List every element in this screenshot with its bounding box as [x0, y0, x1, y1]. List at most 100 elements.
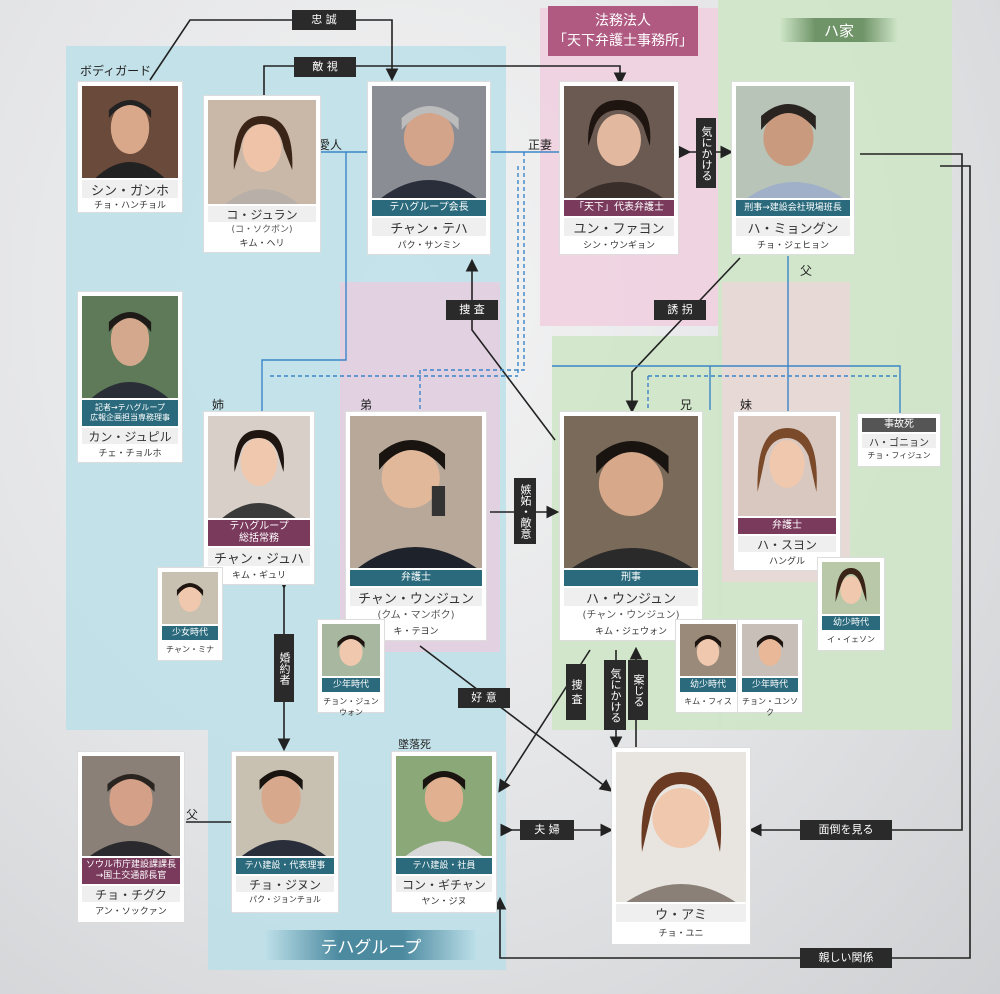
- card-juha-young-actor: チャン・ミナ: [166, 645, 214, 654]
- relation-shitashii: 親しい関係: [800, 948, 892, 968]
- portrait-ha-young-1: [680, 624, 736, 676]
- card-juha-young-role: 少女時代: [162, 626, 218, 640]
- card-u-ami: ウ・アミ チョ・ユニ: [612, 748, 750, 944]
- portrait-kan-jupil: [82, 296, 178, 398]
- card-juha-young: 少女時代 チャン・ミナ: [158, 568, 222, 660]
- card-yun-fayon-actor: シン・ウンギョン: [582, 241, 655, 251]
- portrait-unjun-young: [322, 624, 380, 676]
- card-chang-teha: テハグループ会長 チャン・テハ パク・サンミン: [368, 82, 490, 254]
- card-kon-gichan-actor: ヤン・ジヌ: [421, 897, 467, 907]
- card-shin-gangho-actor: チョ・ハンチョル: [93, 201, 166, 211]
- card-unjun-young: 少年時代 チョン・ジュンウォン: [318, 620, 384, 717]
- portrait-cho-chigu: [82, 756, 180, 856]
- card-ha-gonyon-actor: チョ・フィジュン: [867, 451, 931, 460]
- relation-konyakusha: 婚約者: [274, 634, 294, 702]
- card-chang-unjun: 弁護士 チャン・ウンジュン (クム・マンボク) キ・テヨン: [346, 412, 486, 640]
- card-suon-young: 幼少時代 イ・イェソン: [818, 558, 884, 650]
- relation-shitto: 嫉妬・敵意: [514, 478, 536, 544]
- card-ha-suon-role: 弁護士: [738, 518, 836, 534]
- card-yun-fayon-role: 「天下」代表弁護士: [564, 200, 674, 216]
- card-unjun-young-actor: チョン・ジュンウォン: [323, 697, 379, 717]
- card-ko-juran-actor: キム・ヘリ: [239, 239, 285, 249]
- card-ha-myonggun-name: ハ・ミョングン: [736, 218, 850, 237]
- relation-sousa-2: 捜 査: [566, 664, 586, 720]
- card-cho-jinun-actor: パク・ジョンチョル: [249, 895, 321, 904]
- relation-tekishi: 敵 視: [294, 57, 356, 77]
- relation-kinikakeru-2: 気にかける: [604, 660, 626, 730]
- label-fall-death: 墜落死: [398, 738, 431, 751]
- portrait-ko-juran: [208, 100, 316, 204]
- card-cho-chigu-name: チョ・チグク: [82, 886, 180, 902]
- relation-koui: 好 意: [458, 688, 510, 708]
- card-ha-young-1-role: 幼少時代: [680, 678, 736, 692]
- portrait-chang-juha: [208, 416, 310, 518]
- relation-anjiru: 案じる: [628, 660, 648, 720]
- card-ha-gonyon-role: 事故死: [862, 418, 936, 432]
- card-kan-jupil-actor: チェ・チョルホ: [98, 449, 162, 459]
- card-kan-jupil-name: カン・ジュピル: [82, 428, 178, 444]
- card-ha-unjun-role: 刑事: [564, 570, 698, 586]
- card-ha-suon: 弁護士 ハ・スヨン ハングル: [734, 412, 840, 570]
- label-ani: 兄: [680, 398, 693, 412]
- card-ko-juran: コ・ジュラン (コ・ソクボン) キム・ヘリ: [204, 96, 320, 252]
- portrait-shin-gangho: [82, 86, 178, 178]
- card-u-ami-actor: チョ・ユニ: [658, 929, 704, 939]
- card-chang-juha-actor: キム・ギュリ: [231, 571, 286, 581]
- portrait-cho-jinun: [236, 756, 334, 856]
- relation-sousa-1: 捜 査: [446, 300, 498, 320]
- portrait-chang-teha: [372, 86, 486, 198]
- card-cho-chigu-actor: アン・ソックァン: [95, 907, 167, 917]
- label-ane: 姉: [212, 398, 225, 412]
- card-ha-myonggun-role: 刑事→建設会社現場班長: [736, 200, 850, 216]
- card-kan-jupil: 記者→テハグループ 広報企画担当専務理事 カン・ジュピル チェ・チョルホ: [78, 292, 182, 462]
- portrait-ha-myonggun: [736, 86, 850, 198]
- card-yun-fayon: 「天下」代表弁護士 ユン・ファヨン シン・ウンギョン: [560, 82, 678, 254]
- portrait-suon-young: [822, 562, 880, 614]
- relation-yukai: 誘 拐: [654, 300, 706, 320]
- card-ha-young-2-actor: チョン・ユンソク: [742, 697, 798, 717]
- card-chang-juha: テハグループ 総括常務 チャン・ジュハ キム・ギュリ: [204, 412, 314, 584]
- card-ha-suon-name: ハ・スヨン: [738, 536, 836, 552]
- label-seisai: 正妻: [528, 138, 553, 152]
- card-kan-jupil-role: 記者→テハグループ 広報企画担当専務理事: [82, 400, 178, 426]
- relation-kinikakeru-1: 気にかける: [696, 118, 716, 188]
- label-bodyguard: ボディガード: [80, 64, 152, 78]
- card-ha-young-2-role: 少年時代: [742, 678, 798, 692]
- card-ko-juran-name: コ・ジュラン: [208, 206, 316, 222]
- card-ha-unjun: 刑事 ハ・ウンジュン (チャン・ウンジュン) キム・ジェウォン: [560, 412, 702, 640]
- card-cho-chigu-role: ソウル市庁建設課課長 →国土交通部長官: [82, 858, 180, 884]
- card-ha-suon-actor: ハングル: [768, 557, 805, 567]
- card-suon-young-actor: イ・イェソン: [827, 635, 875, 644]
- card-chang-juha-name: チャン・ジュハ: [208, 548, 310, 567]
- card-ha-unjun-actor: キム・ジェウォン: [594, 627, 667, 637]
- relation-fuufu: 夫 婦: [520, 820, 574, 840]
- card-ha-unjun-sub: (チャン・ウンジュン): [582, 610, 680, 621]
- card-chang-unjun-sub: (クム・マンボク): [377, 610, 455, 621]
- card-u-ami-name: ウ・アミ: [616, 904, 746, 923]
- card-ha-young-2: 少年時代 チョン・ユンソク: [738, 620, 802, 717]
- card-yun-fayon-name: ユン・ファヨン: [564, 218, 674, 237]
- card-ha-young-1: 幼少時代 キム・フィス: [676, 620, 740, 712]
- teha-group-title: テハグループ: [266, 930, 476, 960]
- card-kon-gichan-name: コン・ギチャン: [396, 876, 492, 892]
- card-shin-gangho-name: シン・ガンホ: [82, 180, 178, 199]
- label-father-2: 父: [186, 808, 199, 822]
- portrait-ha-young-2: [742, 624, 798, 676]
- card-ha-young-1-actor: キム・フィス: [684, 697, 732, 706]
- portrait-u-ami: [616, 752, 746, 902]
- card-unjun-young-role: 少年時代: [322, 678, 380, 692]
- portrait-yun-fayon: [564, 86, 674, 198]
- card-chang-teha-name: チャン・テハ: [372, 218, 486, 237]
- card-chang-unjun-actor: キ・テヨン: [393, 627, 439, 637]
- label-imouto: 妹: [740, 398, 753, 412]
- card-cho-jinun: テハ建設・代表理事 チョ・ジヌン パク・ジョンチョル: [232, 752, 338, 912]
- card-chang-unjun-role: 弁護士: [350, 570, 482, 586]
- label-aijin: 愛人: [318, 138, 343, 152]
- card-ha-unjun-name: ハ・ウンジュン: [564, 588, 698, 607]
- card-chang-teha-role: テハグループ会長: [372, 200, 486, 216]
- card-cho-chigu: ソウル市庁建設課課長 →国土交通部長官 チョ・チグク アン・ソックァン: [78, 752, 184, 922]
- card-suon-young-role: 幼少時代: [822, 616, 880, 630]
- card-chang-teha-actor: パク・サンミン: [397, 241, 461, 251]
- card-chang-juha-role: テハグループ 総括常務: [208, 520, 310, 546]
- portrait-kon-gichan: [396, 756, 492, 856]
